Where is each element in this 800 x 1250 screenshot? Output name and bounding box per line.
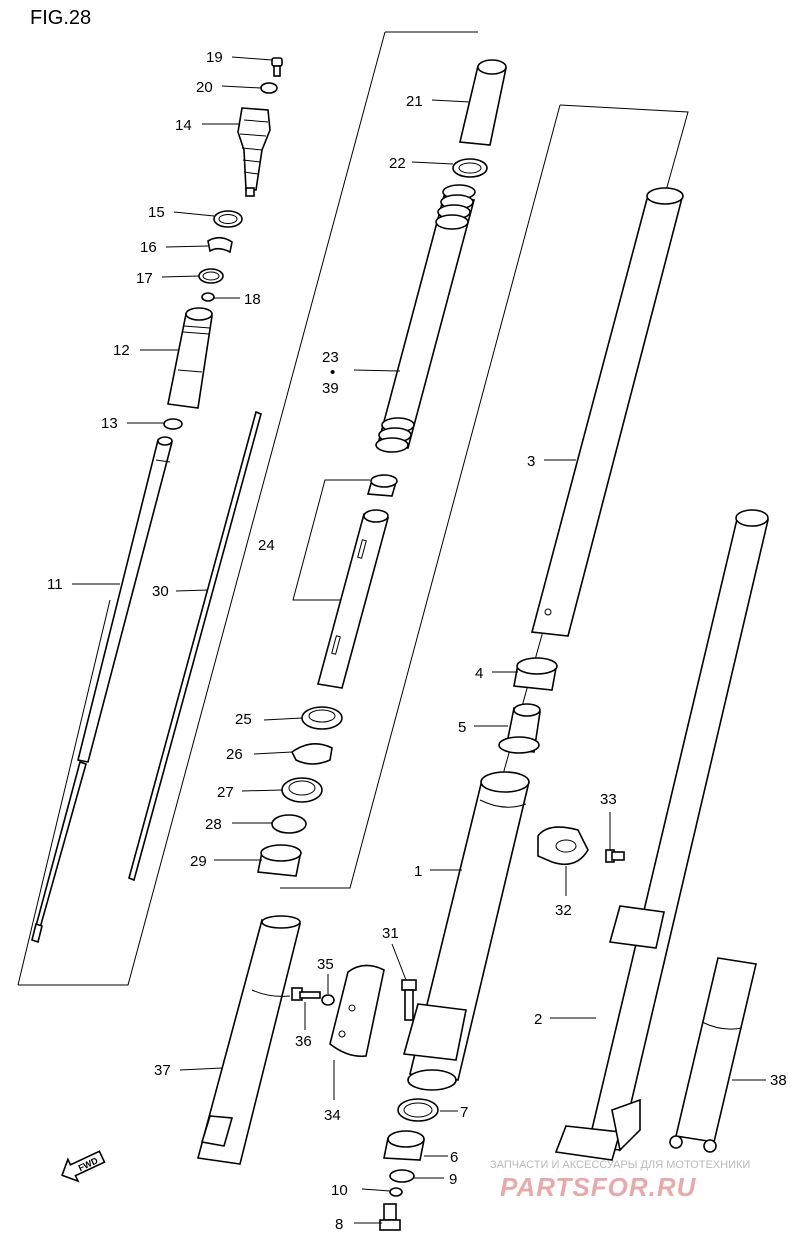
part-20-washer [260, 82, 278, 94]
part-38-fork-guard [669, 957, 757, 1153]
label-18: 18 [244, 291, 261, 308]
label-15: 15 [148, 204, 165, 221]
label-35: 35 [317, 956, 334, 973]
part-22-ring [452, 158, 488, 178]
part-25-seal [301, 706, 343, 730]
fwd-arrow: FWD [61, 1150, 106, 1183]
label-27: 27 [217, 784, 234, 801]
label-9: 9 [449, 1171, 457, 1188]
label-6: 6 [450, 1149, 458, 1166]
label-1: 1 [414, 863, 422, 880]
label-39: 39 [322, 380, 339, 397]
part-29-bushing [257, 844, 302, 877]
label-26: 26 [226, 746, 243, 763]
label-22: 22 [389, 155, 406, 172]
part-36-bolt [291, 987, 321, 1001]
part-27-seal [281, 777, 323, 803]
label-17: 17 [136, 270, 153, 287]
part-15-ring [213, 210, 243, 228]
part-6-nut [383, 1130, 425, 1161]
part-32-clamp [537, 826, 589, 866]
part-33-bolt [605, 849, 625, 863]
part-16-clip [207, 236, 233, 254]
label-12: 12 [113, 342, 130, 359]
part-2-fork-leg [554, 509, 769, 1161]
label-13: 13 [101, 415, 118, 432]
label-20: 20 [196, 79, 213, 96]
label-23-dot: • [330, 364, 335, 381]
part-12-cylinder [167, 307, 213, 409]
part-34-cover [329, 964, 385, 1058]
part-30-rod [128, 410, 262, 882]
label-36: 36 [295, 1033, 312, 1050]
part-31-bolt [401, 979, 417, 1021]
part-14-damper-valve [237, 107, 271, 197]
label-31: 31 [382, 925, 399, 942]
part-13-ring [163, 418, 183, 430]
figure-title: FIG.28 [30, 7, 91, 29]
label-5: 5 [458, 719, 466, 736]
label-37: 37 [154, 1062, 171, 1079]
part-21-sleeve [459, 59, 507, 146]
label-29: 29 [190, 853, 207, 870]
label-10: 10 [331, 1182, 348, 1199]
leader-lines [72, 56, 766, 1224]
label-34: 34 [324, 1107, 341, 1124]
part-4-bushing [513, 657, 558, 691]
label-2: 2 [534, 1011, 542, 1028]
part-24-slotted-tube [316, 474, 398, 689]
label-32: 32 [555, 902, 572, 919]
label-4: 4 [475, 665, 483, 682]
label-11: 11 [47, 576, 63, 593]
label-3: 3 [527, 453, 535, 470]
part-28-washer [271, 814, 307, 834]
label-38: 38 [770, 1072, 787, 1089]
part-8-bolt [379, 1203, 401, 1231]
label-23: 23 [322, 349, 339, 366]
part-35-washer [321, 994, 335, 1006]
part-7-ring [397, 1098, 439, 1122]
part-26-clip [290, 743, 333, 765]
part-labels: 19 20 14 15 16 17 18 12 13 11 30 21 22 2… [47, 49, 787, 1233]
label-21: 21 [406, 93, 423, 110]
label-30: 30 [152, 583, 169, 600]
part-3-inner-tube [530, 187, 684, 637]
label-28: 28 [205, 816, 222, 833]
part-1-outer-tube [402, 771, 530, 1091]
watermark-brand: PARTSFOR.RU [500, 1172, 697, 1202]
part-18-ring [201, 292, 215, 302]
label-8: 8 [335, 1216, 343, 1233]
label-33: 33 [600, 791, 617, 808]
part-9-washer [389, 1169, 415, 1183]
watermark-subtitle: ЗАПЧАСТИ И АКСЕССУАРЫ ДЛЯ МОТОТЕХНИКИ [490, 1159, 750, 1171]
part-23-39-spring [375, 184, 476, 453]
part-10-ring [389, 1187, 403, 1197]
part-37-fork-guard [196, 915, 301, 1165]
group-frame-24 [292, 479, 370, 601]
label-16: 16 [140, 239, 157, 256]
label-25: 25 [235, 711, 252, 728]
part-11-damper-rod [31, 436, 174, 944]
label-7: 7 [460, 1104, 468, 1121]
watermark: ЗАПЧАСТИ И АКСЕССУАРЫ ДЛЯ МОТОТЕХНИКИ PA… [490, 1159, 750, 1202]
part-5-piston [498, 703, 541, 754]
part-19-screw [271, 57, 283, 77]
group-frame-left [17, 31, 478, 986]
label-24: 24 [258, 537, 275, 554]
label-19: 19 [206, 49, 223, 66]
label-14: 14 [175, 117, 192, 134]
